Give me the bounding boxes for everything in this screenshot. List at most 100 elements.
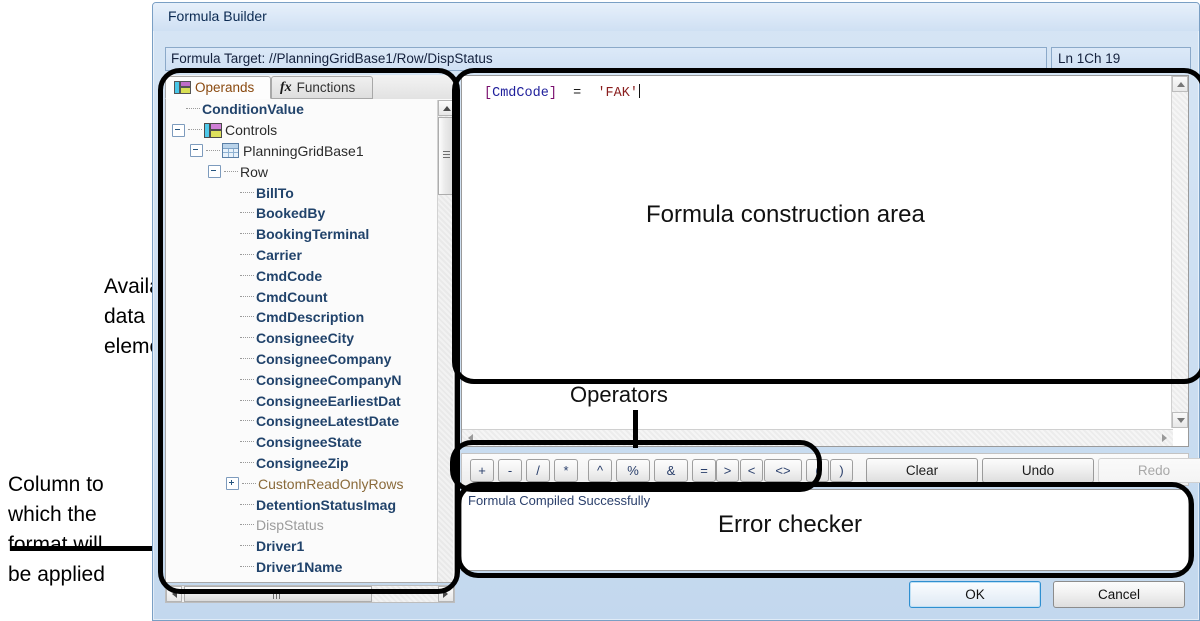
tab-functions[interactable]: fx Functions — [271, 76, 373, 99]
operator-button-percent[interactable]: % — [616, 459, 650, 482]
tree-connector — [186, 108, 200, 110]
tree-item-consigneezip[interactable]: ConsigneeZip — [166, 453, 438, 474]
operator-button-divide[interactable]: / — [526, 459, 550, 482]
editor-scroll-up-button[interactable] — [1172, 76, 1188, 92]
tree-connector — [240, 378, 254, 381]
controls-icon — [204, 123, 222, 139]
operator-button-equals[interactable]: = — [692, 459, 716, 482]
operator-button-minus[interactable]: - — [498, 459, 522, 482]
expand-icon[interactable] — [226, 477, 239, 491]
tab-functions-label: Functions — [296, 80, 356, 95]
tree-item-bookedby[interactable]: BookedBy — [166, 203, 438, 224]
tree-item-row[interactable]: Row — [166, 161, 438, 182]
tree-item-label: Driver1Name — [256, 558, 343, 575]
tree-connector — [240, 503, 254, 506]
formula-token-op: = — [556, 86, 598, 101]
operator-button-plus[interactable]: + — [470, 459, 494, 482]
tree-item-driver1[interactable]: Driver1 — [166, 536, 438, 557]
formula-construction-area[interactable]: [CmdCode] = 'FAK' — [461, 75, 1189, 447]
ok-button[interactable]: OK — [909, 581, 1041, 608]
tree-connector — [240, 253, 254, 256]
operator-button-multiply[interactable]: * — [554, 459, 578, 482]
tree-item-planninggridbase1[interactable]: PlanningGridBase1 — [166, 141, 438, 162]
tree-item-consigneestate[interactable]: ConsigneeState — [166, 432, 438, 453]
tree-item-label: CustomReadOnlyRows — [258, 475, 404, 492]
formula-text[interactable]: [CmdCode] = 'FAK' — [484, 84, 640, 101]
tree-item-customreadonlyrows[interactable]: CustomReadOnlyRows — [166, 473, 438, 494]
tree-item-carrier[interactable]: Carrier — [166, 245, 438, 266]
tree-item-consigneecompanyn[interactable]: ConsigneeCompanyN — [166, 369, 438, 390]
tree-connector — [240, 212, 254, 214]
tree-item-label: BookingTerminal — [256, 226, 370, 243]
compile-status-message: Formula Compiled Successfully — [468, 493, 651, 508]
operator-button-greater-than[interactable]: > — [716, 459, 739, 482]
tree-item-label: ConsigneeEarliestDat — [256, 392, 401, 409]
operator-button-less-than[interactable]: < — [740, 459, 763, 482]
editor-horizontal-scrollbar[interactable] — [462, 429, 1173, 446]
tree-item-billto[interactable]: BillTo — [166, 182, 438, 203]
tree-connector — [240, 524, 254, 526]
formula-builder-window: Formula Builder Formula Target: //Planni… — [152, 2, 1200, 621]
tree-horizontal-scrollbar[interactable] — [165, 585, 455, 603]
window-titlebar: Formula Builder — [153, 3, 1199, 31]
tree-item-cmdcount[interactable]: CmdCount — [166, 286, 438, 307]
tree-connector — [240, 295, 254, 298]
tree-connector — [240, 274, 254, 277]
tree-item-driver1name[interactable]: Driver1Name — [166, 557, 438, 578]
tree-item-cmddescription[interactable]: CmdDescription — [166, 307, 438, 328]
tree-item-label: PlanningGridBase1 — [243, 142, 364, 159]
operator-button-close-paren[interactable]: ) — [830, 459, 853, 482]
tree-item-dispstatus[interactable]: DispStatus — [166, 515, 438, 536]
collapse-icon[interactable] — [172, 123, 185, 137]
operator-button-not-equals[interactable]: <> — [764, 459, 802, 482]
tree-item-conditionvalue[interactable]: ConditionValue — [166, 99, 438, 120]
operator-button-open-paren[interactable]: ( — [806, 459, 829, 482]
tree-scrollbar-thumb[interactable] — [438, 117, 454, 195]
fx-icon: fx — [280, 79, 292, 95]
tree-scroll-up-button[interactable] — [438, 100, 454, 116]
annotation-formula-construction-area: Formula construction area — [646, 201, 925, 228]
tree-item-detentionstatusimag[interactable]: DetentionStatusImag — [166, 494, 438, 515]
tree-vertical-scrollbar[interactable] — [437, 100, 454, 582]
tree-item-consigneecity[interactable]: ConsigneeCity — [166, 328, 438, 349]
formula-target-bar: Formula Target: //PlanningGridBase1/Row/… — [165, 47, 1047, 71]
tree-scroll-right-button[interactable] — [438, 586, 454, 602]
tree-connector — [240, 399, 254, 402]
annotation-operators-pointer — [633, 410, 638, 448]
tree-item-label: Row — [240, 163, 269, 180]
error-checker-panel: Formula Compiled Successfully — [461, 489, 1189, 571]
tree-item-label: ConsigneeCity — [256, 330, 355, 347]
formula-target-label: Formula Target: //PlanningGridBase1/Row/… — [171, 51, 493, 66]
editor-scroll-down-button[interactable] — [1172, 412, 1188, 428]
collapse-icon[interactable] — [208, 165, 221, 179]
tab-operands[interactable]: Operands — [165, 76, 271, 99]
annotation-column-to-which-format-applied: Column to which the format will be appli… — [8, 473, 105, 586]
tree-scroll-left-button[interactable] — [166, 586, 182, 602]
cursor-position-bar: Ln 1Ch 19 — [1051, 47, 1191, 71]
annotation-operators: Operators — [570, 382, 668, 407]
operator-button-ampersand[interactable]: & — [654, 459, 688, 482]
tree-connector — [240, 565, 254, 568]
operator-button-power[interactable]: ^ — [588, 459, 612, 482]
tree-connector — [240, 545, 254, 547]
tree-item-consigneelatestdate[interactable]: ConsigneeLatestDate — [166, 411, 438, 432]
cancel-button[interactable]: Cancel — [1053, 581, 1185, 608]
tree-item-consigneeearliestdat[interactable]: ConsigneeEarliestDat — [166, 390, 438, 411]
tree-item-consigneecompany[interactable]: ConsigneeCompany — [166, 349, 438, 370]
undo-button[interactable]: Undo — [982, 458, 1094, 483]
tree-item-controls[interactable]: Controls — [166, 120, 438, 141]
editor-scroll-right-button[interactable] — [1156, 430, 1172, 446]
collapse-icon[interactable] — [190, 144, 203, 158]
editor-vertical-scrollbar[interactable] — [1171, 76, 1188, 428]
tree-item-label: Controls — [225, 122, 278, 139]
tree-hscrollbar-thumb[interactable] — [184, 586, 372, 602]
tree-item-cmdcode[interactable]: CmdCode — [166, 265, 438, 286]
text-caret — [638, 84, 640, 98]
tree-connector — [206, 149, 220, 152]
formula-token-id: CmdCode — [492, 86, 549, 101]
clear-button[interactable]: Clear — [866, 458, 978, 483]
tree-item-bookingterminal[interactable]: BookingTerminal — [166, 224, 438, 245]
editor-scroll-left-button[interactable] — [463, 430, 479, 446]
